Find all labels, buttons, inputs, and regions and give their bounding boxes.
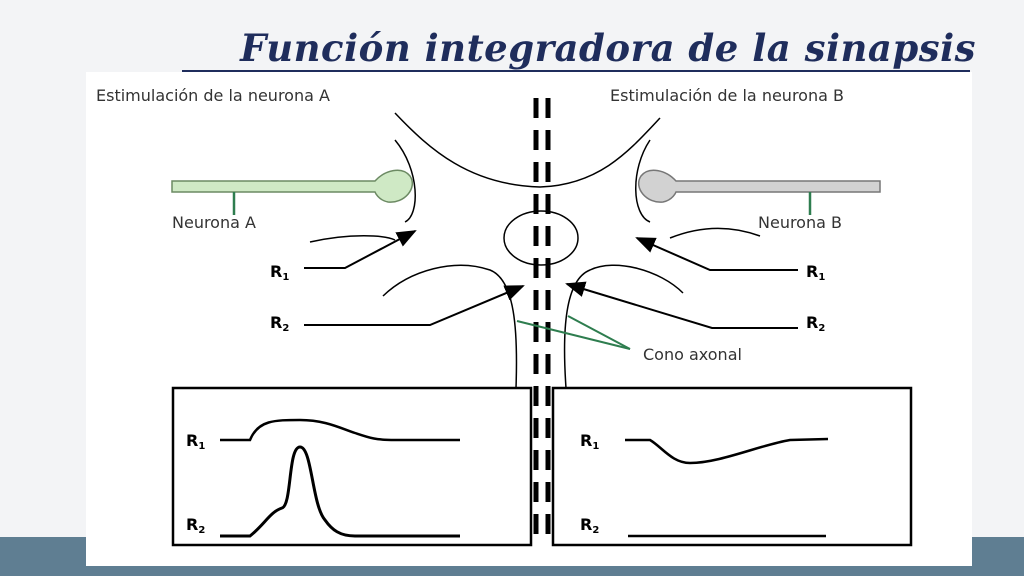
box-b-label-r2-sub: 2: [592, 525, 599, 536]
recording-box-a: [171, 386, 533, 547]
label-neuron-a: Neurona A: [172, 213, 256, 232]
soma-top-outline: [394, 112, 661, 188]
arrow-icon-r2-right: [565, 281, 798, 329]
box-b-label-r2: R2: [580, 515, 599, 536]
label-axon-cone: Cono axonal: [643, 345, 742, 364]
box-a-label-r1: R1: [186, 431, 205, 452]
dendrite-left-branch: [309, 235, 396, 243]
label-r2-right: R2: [806, 313, 825, 334]
footer-line: [0, 566, 1024, 576]
dendrite-left-upper: [394, 139, 416, 223]
label-r1-left-letter: R: [270, 262, 282, 281]
label-r1-right-sub: 1: [818, 272, 825, 283]
label-r2-right-sub: 2: [818, 323, 825, 334]
soma-right-outline: [563, 264, 684, 389]
trace-b-r1: [625, 437, 829, 465]
box-b-label-r2-letter: R: [580, 515, 592, 534]
label-stimulation-b: Estimulación de la neurona B: [610, 86, 844, 105]
arrow-icon-r1-right: [635, 237, 798, 271]
label-stimulation-a: Estimulación de la neurona A: [96, 86, 330, 105]
diagram-canvas: Estimulación de la neurona A Estimulació…: [96, 86, 913, 547]
arrow-icon-r2-left: [304, 285, 525, 326]
box-a-label-r1-sub: 1: [198, 441, 205, 452]
box-b-label-r1-sub: 1: [592, 441, 599, 452]
label-r2-left: R2: [270, 313, 289, 334]
dendrite-right-upper: [635, 139, 651, 223]
slide-title: Función integradora de la sinapsis: [240, 26, 976, 70]
dendrite-right-branch: [669, 227, 761, 239]
label-r2-right-letter: R: [806, 313, 818, 332]
box-a-label-r2-letter: R: [186, 515, 198, 534]
label-r1-left: R1: [270, 262, 289, 283]
trace-a-r2: [220, 445, 460, 538]
box-a-label-r1-letter: R: [186, 431, 198, 450]
soma-left-outline: [382, 264, 518, 389]
box-a-label-r2: R2: [186, 515, 205, 536]
recording-box-b: [551, 386, 913, 547]
title-underline: [182, 70, 970, 73]
label-r1-right: R1: [806, 262, 825, 283]
neuron-a-axon: [171, 169, 413, 203]
nucleus-outline: [503, 210, 579, 266]
axon-cone-pointer-left: [516, 320, 631, 350]
synapse-diagram: Estimulación de la neurona A Estimulació…: [86, 72, 972, 566]
label-r2-left-sub: 2: [282, 323, 289, 334]
axon-cone-pointer-right: [567, 315, 631, 350]
label-r2-left-letter: R: [270, 313, 282, 332]
label-neuron-b: Neurona B: [758, 213, 842, 232]
box-b-label-r1: R1: [580, 431, 599, 452]
trace-a-r1: [220, 418, 460, 442]
arrow-icon-r1-left: [304, 230, 417, 269]
label-r1-left-sub: 1: [282, 272, 289, 283]
neuron-b-axon: [638, 169, 881, 203]
box-a-label-r2-sub: 2: [198, 525, 205, 536]
box-b-label-r1-letter: R: [580, 431, 592, 450]
label-r1-right-letter: R: [806, 262, 818, 281]
